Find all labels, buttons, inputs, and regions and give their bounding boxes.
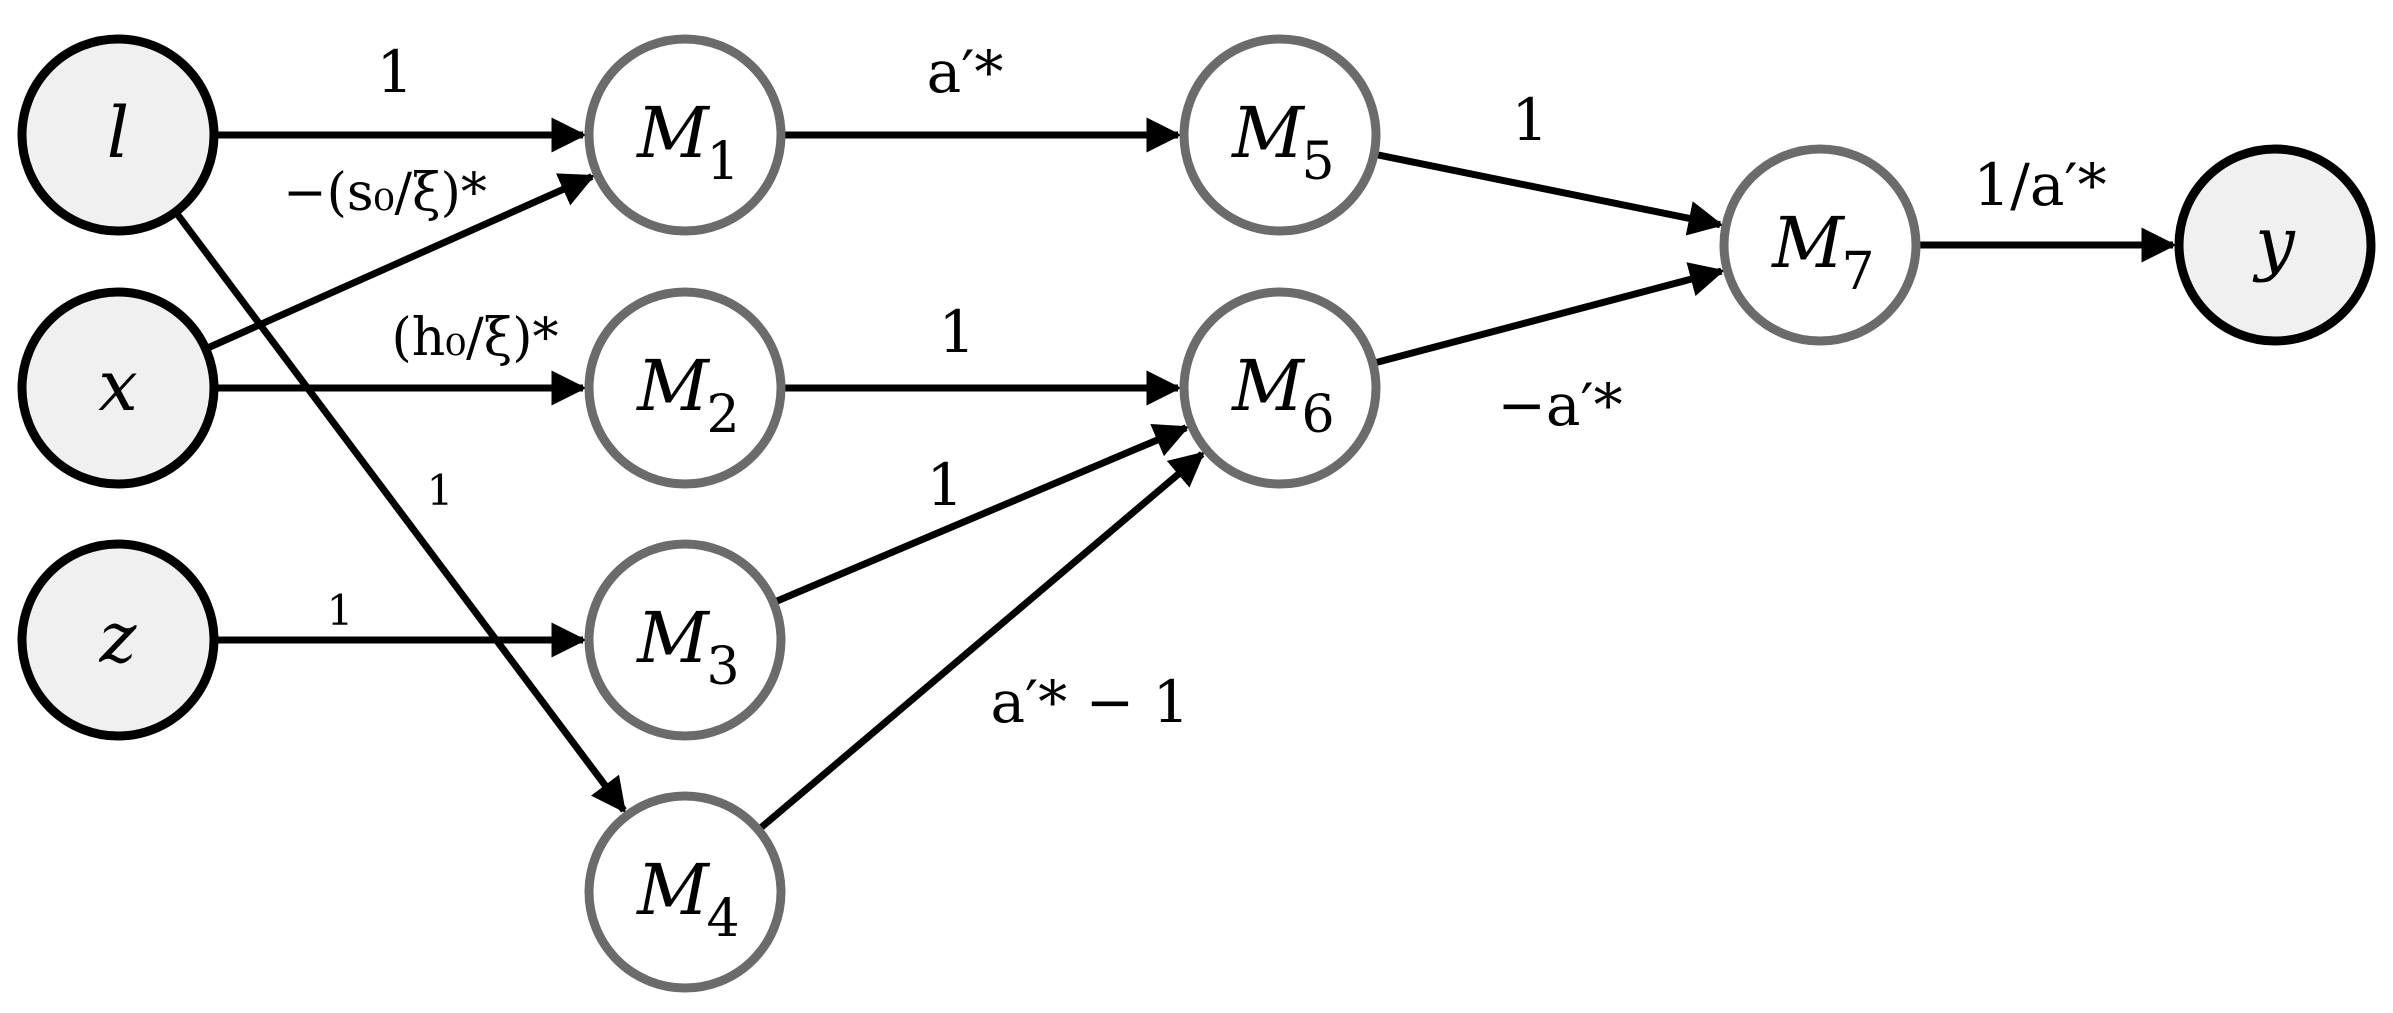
edge-label-m3-m6: 1 <box>927 451 964 519</box>
edge-label-m5-m7: 1 <box>1512 86 1549 154</box>
edge-label-m2-m6: 1 <box>939 298 976 366</box>
edge-x-to-m1 <box>207 173 596 351</box>
node-label-m6: M <box>1230 345 1306 427</box>
node-m7: M7 <box>1719 144 1921 346</box>
node-circle-x <box>17 287 219 489</box>
edges-layer <box>175 117 2177 831</box>
edge-label-l-m4: 1 <box>427 466 454 515</box>
node-label-m4: M <box>635 849 711 931</box>
node-circle-l <box>17 34 219 236</box>
node-subscript-m5: 5 <box>1301 132 1334 192</box>
node-label-x: x <box>98 345 137 427</box>
node-z: z <box>17 539 219 741</box>
edge-label-x-m1: −(s₀/ξ)* <box>283 163 487 223</box>
node-label-m7: M <box>1770 202 1846 284</box>
node-subscript-m2: 2 <box>706 385 739 445</box>
edge-label-z-m3: 1 <box>327 586 354 635</box>
node-circle-m4 <box>584 791 786 993</box>
node-circle-z <box>17 539 219 741</box>
edge-m3-to-m6 <box>775 423 1190 605</box>
node-circle-m6 <box>1179 287 1381 489</box>
node-m4: M4 <box>584 791 786 993</box>
edge-m5-to-m7 <box>1377 151 1724 236</box>
node-circle-y <box>2174 144 2376 346</box>
edge-label-m1-m5: a′* <box>927 38 1004 106</box>
node-label-m3: M <box>635 597 711 679</box>
edge-label-l-m1: 1 <box>377 38 414 106</box>
node-label-z: z <box>99 597 138 679</box>
node-m5: M5 <box>1179 34 1381 236</box>
node-label-m5: M <box>1230 92 1306 174</box>
node-m6: M6 <box>1179 287 1381 489</box>
node-label-m2: M <box>635 345 711 427</box>
edge-label-m7-y: 1/a′* <box>1973 151 2106 219</box>
node-subscript-m7: 7 <box>1841 242 1874 302</box>
node-label-l: l <box>107 92 129 174</box>
node-circle-m5 <box>1179 34 1381 236</box>
node-m2: M2 <box>584 287 786 489</box>
node-m3: M3 <box>584 539 786 741</box>
node-subscript-m1: 1 <box>706 132 739 192</box>
node-subscript-m6: 6 <box>1301 385 1334 445</box>
node-label-m1: M <box>635 92 711 174</box>
node-subscript-m4: 4 <box>706 889 739 949</box>
node-y: y <box>2174 144 2376 346</box>
edge-label-m6-m7: −a′* <box>1497 371 1622 439</box>
edge-labels-layer: 1 −(s₀/ξ)* (h₀/ξ)* 1 1 a′* 1 1 a′* − 1 1 −a′* 1/a′* <box>283 38 2107 736</box>
edge-label-m4-m6: a′* − 1 <box>990 668 1189 736</box>
node-circle-m1 <box>584 34 786 236</box>
node-l: l <box>17 34 219 236</box>
node-x: x <box>17 287 219 489</box>
node-circle-m3 <box>584 539 786 741</box>
edge-l-to-m4 <box>175 212 627 814</box>
node-circle-m2 <box>584 287 786 489</box>
node-circle-m7 <box>1719 144 1921 346</box>
node-m1: M1 <box>584 34 786 236</box>
edge-label-x-m2: (h₀/ξ)* <box>391 308 558 368</box>
node-label-y: y <box>2252 202 2296 284</box>
edge-m6-to-m7 <box>1375 262 1725 366</box>
edge-m4-to-m6 <box>759 451 1205 831</box>
node-subscript-m3: 3 <box>706 637 739 697</box>
